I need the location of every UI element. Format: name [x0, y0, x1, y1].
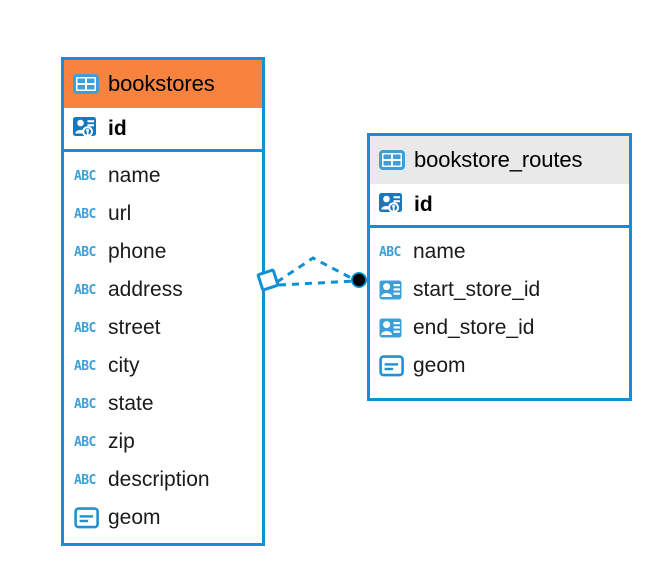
filled-circle-marker [352, 273, 366, 287]
geometry-icon [74, 507, 100, 529]
field-label: city [108, 354, 140, 377]
primary-key-row-bookstores[interactable]: id [64, 108, 262, 152]
endpoint-halo [351, 272, 367, 288]
field-label: geom [108, 506, 161, 529]
entity-title-bookstores: bookstores [108, 71, 215, 96]
text-abc-icon: ABC [74, 244, 96, 260]
foreign-key-icon [379, 280, 405, 301]
geometry-icon [379, 355, 405, 377]
field-row[interactable]: ABC street [64, 309, 262, 347]
entity-bookstores[interactable]: bookstores id [61, 57, 265, 546]
field-row[interactable]: ABC description [64, 461, 262, 499]
field-row[interactable]: ABC zip [64, 423, 262, 461]
text-abc-icon: ABC [74, 434, 96, 450]
table-grid-icon [73, 74, 99, 94]
table-grid-icon [379, 150, 405, 170]
field-row[interactable]: ABC phone [64, 233, 262, 271]
field-label: name [108, 164, 161, 187]
primary-key-label: id [108, 116, 127, 140]
field-row[interactable]: ABC city [64, 347, 262, 385]
field-label: phone [108, 240, 167, 263]
entity-title-bookstore-routes: bookstore_routes [414, 147, 583, 172]
field-list-bookstore-routes: ABC name start_store_id [370, 228, 629, 385]
field-row[interactable]: ABC name [370, 233, 629, 271]
text-abc-icon: ABC [74, 396, 96, 412]
field-label: geom [413, 354, 466, 377]
primary-key-icon [379, 192, 406, 217]
field-row[interactable]: ABC state [64, 385, 262, 423]
relationship-connector[interactable] [255, 240, 375, 320]
field-label: name [413, 240, 466, 263]
text-abc-icon: ABC [74, 472, 96, 488]
field-row[interactable]: geom [64, 499, 262, 537]
foreign-key-icon [379, 318, 405, 339]
relationship-line-branch-lower [278, 279, 356, 287]
text-abc-icon: ABC [74, 168, 96, 184]
field-label: state [108, 392, 154, 415]
field-label: start_store_id [413, 278, 541, 301]
field-label: zip [108, 430, 135, 453]
primary-key-label: id [414, 192, 433, 216]
text-abc-icon: ABC [74, 206, 96, 222]
field-label: address [108, 278, 183, 301]
field-row[interactable]: geom [370, 347, 629, 385]
field-row[interactable]: ABC url [64, 195, 262, 233]
entity-header-bookstores[interactable]: bookstores [64, 60, 262, 108]
field-list-bookstores: ABC name ABC url ABC phone ABC address A… [64, 152, 262, 537]
text-abc-icon: ABC [74, 358, 96, 374]
entity-bookstore-routes[interactable]: bookstore_routes id [367, 133, 632, 401]
text-abc-icon: ABC [74, 282, 96, 298]
field-label: street [108, 316, 161, 339]
entity-header-bookstore-routes[interactable]: bookstore_routes [370, 136, 629, 184]
text-abc-icon: ABC [379, 244, 401, 260]
field-label: url [108, 202, 132, 225]
field-label: end_store_id [413, 316, 535, 339]
field-row[interactable]: ABC address [64, 271, 262, 309]
relationship-line-branch-upper [276, 256, 356, 284]
field-label: description [108, 468, 210, 491]
field-row[interactable]: end_store_id [370, 309, 629, 347]
primary-key-row-bookstore-routes[interactable]: id [370, 184, 629, 228]
text-abc-icon: ABC [74, 320, 96, 336]
primary-key-icon [73, 116, 100, 141]
field-row[interactable]: ABC name [64, 157, 262, 195]
field-row[interactable]: start_store_id [370, 271, 629, 309]
